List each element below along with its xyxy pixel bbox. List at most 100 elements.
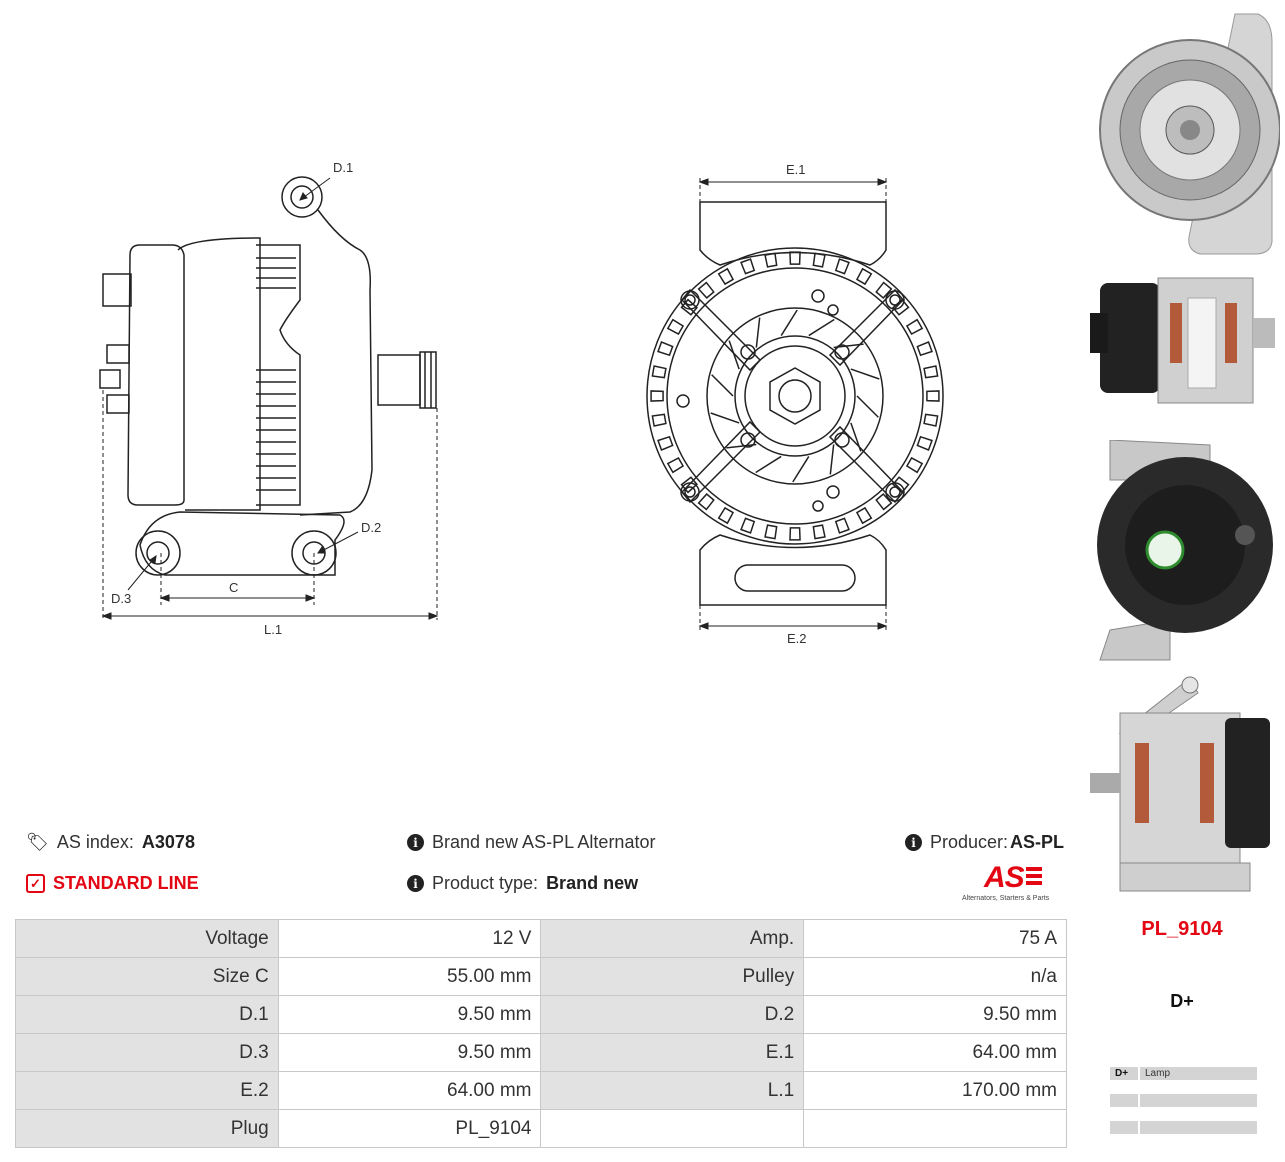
product-type-label: Product type: <box>432 873 539 893</box>
fan-tooth <box>855 267 873 286</box>
spec-value: 9.50 mm <box>278 996 542 1034</box>
fan-tooth <box>717 267 735 286</box>
fan-tooth <box>717 506 735 525</box>
brand-text: Brand new AS-PL Alternator <box>432 832 656 852</box>
pin-desc <box>1140 1121 1257 1134</box>
brand-line: i Brand new AS-PL Alternator <box>407 832 655 853</box>
fan-tooth <box>740 258 756 275</box>
pin-row <box>1110 1121 1257 1134</box>
logo-tagline: Alternators, Starters & Parts <box>962 895 1050 902</box>
fan-blade <box>808 318 835 337</box>
fan-blade <box>755 455 782 474</box>
fan-tooth <box>651 413 667 427</box>
product-type-value: Brand new <box>546 873 639 893</box>
table-row: Size C 55.00 mm Pulley n/a <box>15 958 1067 996</box>
table-row: Voltage 12 V Amp. 75 A <box>15 919 1067 958</box>
front-view-drawing: E.1 E.2 <box>646 162 944 646</box>
producer-value: AS-PL <box>1010 832 1065 852</box>
specs-table: Voltage 12 V Amp. 75 A Size C 55.00 mm P… <box>15 919 1067 1148</box>
table-row: D.1 9.50 mm D.2 9.50 mm <box>15 996 1067 1034</box>
spec-label: D.1 <box>15 996 279 1034</box>
fan-blade <box>755 317 761 348</box>
fan-tooth <box>892 476 910 494</box>
fan-blade <box>792 456 810 483</box>
logo-text: AS <box>984 861 1025 894</box>
fan-tooth <box>666 456 685 474</box>
spec-value: PL_9104 <box>278 1110 542 1148</box>
fan-tooth <box>812 524 826 540</box>
spec-value: 75 A <box>804 919 1067 958</box>
spec-value: 170.00 mm <box>804 1072 1067 1110</box>
fan-tooth <box>892 298 910 316</box>
pin-table: D+ Lamp <box>1110 1067 1257 1148</box>
label-l1: L.1 <box>264 622 282 637</box>
fan-tooth <box>657 341 674 357</box>
fan-blade <box>850 368 880 380</box>
pin-row <box>1110 1094 1257 1107</box>
spec-label: Plug <box>15 1110 279 1148</box>
product-photo-front <box>1099 13 1280 255</box>
fan-blade <box>850 422 862 452</box>
fan-tooth <box>680 476 698 494</box>
fan-tooth <box>666 318 685 336</box>
spec-label: Amp. <box>541 919 805 958</box>
fan-tooth <box>834 258 850 275</box>
fan-tooth <box>875 493 893 511</box>
label-d2: D.2 <box>361 520 381 535</box>
fan-blade <box>833 343 864 349</box>
info-icon: i <box>905 834 922 851</box>
spec-label: E.2 <box>15 1072 279 1110</box>
spec-label: Pulley <box>541 958 805 996</box>
pin-id: D+ <box>1110 1067 1138 1080</box>
fan-tooth <box>789 527 801 541</box>
as-pl-logo: AS Alternators, Starters & Parts <box>962 863 1068 907</box>
label-e1: E.1 <box>786 162 806 177</box>
spec-value: 9.50 mm <box>278 1034 542 1072</box>
spec-label: D.3 <box>15 1034 279 1072</box>
table-row: E.2 64.00 mm L.1 170.00 mm <box>15 1072 1067 1110</box>
fan-blade <box>728 340 740 370</box>
fan-blade <box>780 309 798 336</box>
plug-code: PL_9104 <box>1141 918 1223 940</box>
fan-tooth <box>680 298 698 316</box>
spec-value: n/a <box>804 958 1067 996</box>
fan-blade <box>829 444 835 475</box>
label-d1: D.1 <box>333 160 353 175</box>
fan-tooth <box>812 252 826 268</box>
logo-stripes <box>1025 867 1042 885</box>
label-c: C <box>229 580 238 595</box>
product-photo-side-pulley <box>1090 676 1270 892</box>
producer-line: i Producer: AS-PL <box>905 832 1064 853</box>
spec-value: 12 V <box>278 919 542 958</box>
as-index-label: AS index: <box>56 832 134 852</box>
spec-label: Size C <box>15 958 279 996</box>
pin-desc: Lamp <box>1140 1067 1257 1080</box>
fan-tooth <box>697 493 715 511</box>
fan-tooth <box>916 435 933 451</box>
fan-tooth <box>789 251 801 265</box>
product-type-line: i Product type: Brand new <box>407 873 638 894</box>
spec-empty <box>804 1110 1067 1148</box>
standard-line-label: STANDARD LINE <box>53 873 199 893</box>
fan-tooth <box>651 365 667 379</box>
spec-value: 64.00 mm <box>278 1072 542 1110</box>
spec-label: E.1 <box>541 1034 805 1072</box>
fan-tooth <box>923 413 939 427</box>
info-icon: i <box>407 834 424 851</box>
product-photo-side-plug <box>1090 277 1275 404</box>
fan-tooth <box>875 281 893 299</box>
fan-tooth <box>764 252 778 268</box>
pin-id <box>1110 1121 1138 1134</box>
as-index-value: A3078 <box>141 832 195 852</box>
spec-value: 64.00 mm <box>804 1034 1067 1072</box>
spec-label: L.1 <box>541 1072 805 1110</box>
spec-label: D.2 <box>541 996 805 1034</box>
fan-tooth <box>650 390 664 402</box>
fan-blade <box>726 443 757 449</box>
spec-label: Voltage <box>15 919 279 958</box>
fan-blade <box>710 412 740 424</box>
fan-tooth <box>905 318 924 336</box>
fan-tooth <box>657 435 674 451</box>
fan-blade <box>711 374 734 397</box>
label-e2: E.2 <box>787 631 807 646</box>
